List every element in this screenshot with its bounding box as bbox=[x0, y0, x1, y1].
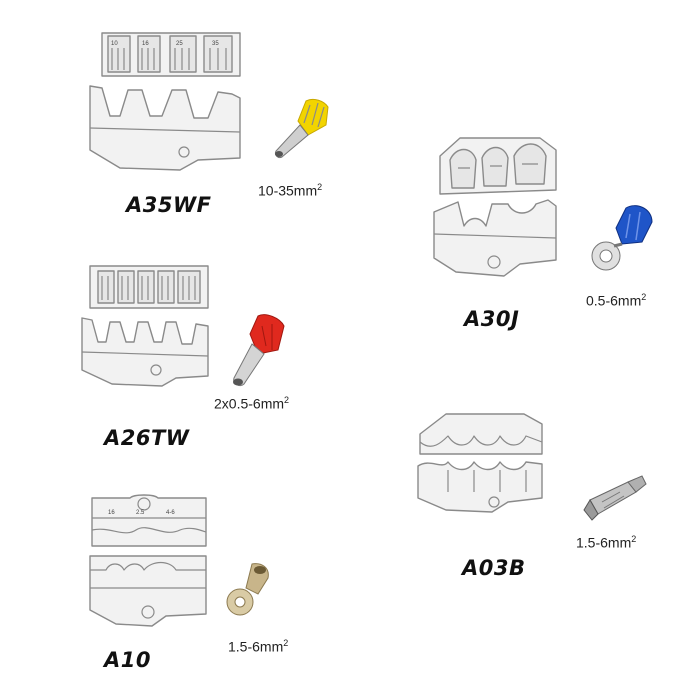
model-name: A30J bbox=[464, 307, 520, 331]
die-illustration-a35wf: 10 16 25 35 bbox=[89, 32, 241, 171]
spec-label: 1.5-6mm2 bbox=[228, 638, 289, 655]
terminal-non-insulated-ring-icon bbox=[226, 563, 269, 616]
terminal-twin-ferrule-icon bbox=[233, 314, 285, 387]
die-size-label: 2.5 bbox=[136, 510, 145, 516]
die-size-label: 4-6 bbox=[166, 510, 175, 516]
die-illustration-a30j bbox=[433, 137, 557, 277]
model-name: A10 bbox=[104, 648, 151, 672]
die-illustration-a03b bbox=[417, 413, 543, 513]
die-size-label: 10 bbox=[111, 41, 118, 47]
terminal-ferrule-icon bbox=[275, 98, 329, 158]
upper-die-teeth bbox=[107, 35, 233, 73]
spec-label: 1.5-6mm2 bbox=[576, 534, 637, 551]
die-size-label: 16 bbox=[142, 41, 149, 47]
model-name: A35WF bbox=[126, 193, 212, 217]
terminal-insulated-ring-icon bbox=[591, 205, 653, 271]
die-illustration-a10: 16 2.5 4-6 bbox=[89, 494, 207, 627]
spec-label: 10-35mm2 bbox=[258, 182, 323, 199]
upper-die-cavities bbox=[449, 143, 547, 189]
die-size-label: 16 bbox=[108, 510, 115, 516]
terminal-flag-terminal-icon bbox=[583, 475, 647, 521]
upper-die-teeth bbox=[97, 270, 201, 304]
model-name: A26TW bbox=[104, 426, 190, 450]
die-size-label: 25 bbox=[176, 41, 183, 47]
model-name: A03B bbox=[462, 556, 526, 580]
die-size-label: 35 bbox=[212, 41, 219, 47]
spec-label: 2x0.5-6mm2 bbox=[214, 395, 290, 412]
spec-label: 0.5-6mm2 bbox=[586, 292, 647, 309]
die-illustration-a26tw bbox=[81, 265, 209, 387]
